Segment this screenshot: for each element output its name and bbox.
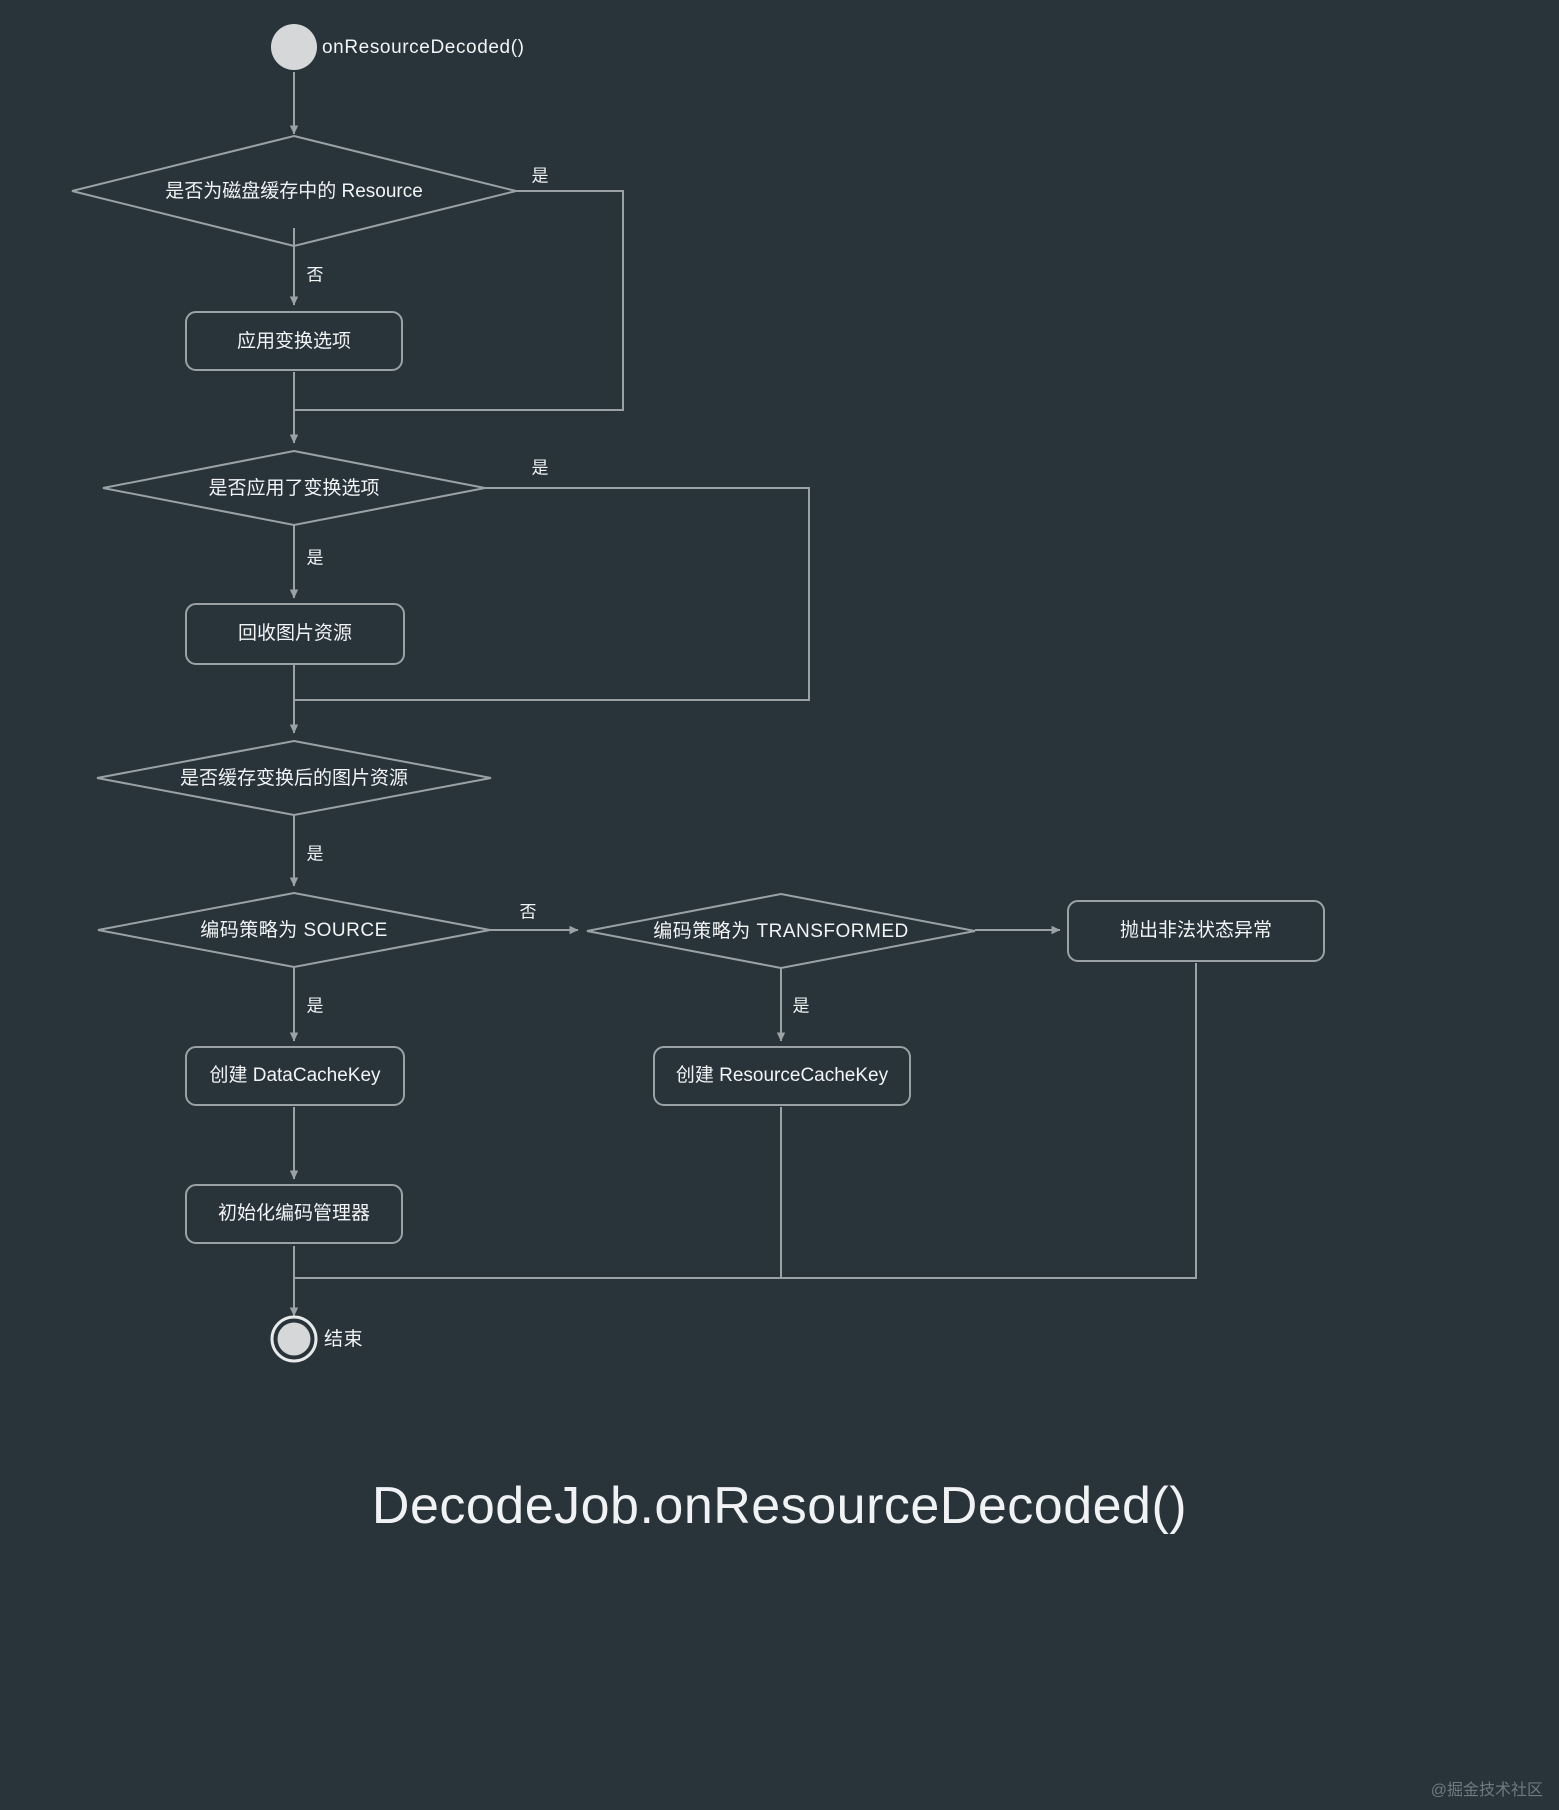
edge-label-d4-down: 是: [307, 996, 324, 1015]
process-apply-transform-options-label: 应用变换选项: [237, 330, 351, 352]
decision-transform-applied[interactable]: [102, 449, 486, 527]
end-node-label: 结束: [324, 1328, 363, 1350]
edge-d2-yes-right: [294, 487, 810, 701]
edge-p5-to-end: [294, 963, 1197, 1279]
process-apply-transform-options[interactable]: [185, 311, 403, 371]
decision-encode-strategy-source[interactable]: [97, 891, 491, 969]
edge-label-d5-down: 是: [793, 996, 810, 1015]
process-throw-illegal-state[interactable]: [1067, 900, 1325, 962]
start-node-circle[interactable]: [271, 24, 317, 70]
decision-encode-strategy-transformed-label: 编码策略为 TRANSFORMED: [653, 920, 909, 942]
end-node-circle[interactable]: [277, 1322, 311, 1356]
edge-label-d1-no: 否: [307, 265, 324, 284]
process-create-datacachekey-label: 创建 DataCacheKey: [209, 1064, 381, 1086]
process-create-resourcecachekey[interactable]: [653, 1046, 911, 1106]
decision-transform-applied-label: 是否应用了变换选项: [208, 477, 379, 499]
process-recycle-bitmap-label: 回收图片资源: [238, 622, 352, 644]
decision-cache-transformed-resource-label: 是否缓存变换后的图片资源: [180, 767, 408, 789]
edge-d1-yes: [294, 190, 624, 411]
start-node-label: onResourceDecoded(): [322, 37, 525, 58]
edge-p6-to-end: [294, 1107, 782, 1279]
watermark: @掘金技术社区: [1430, 1782, 1543, 1799]
process-init-encode-manager[interactable]: [185, 1184, 403, 1244]
decision-encode-strategy-source-label: 编码策略为 SOURCE: [200, 919, 388, 941]
decision-disk-cache-resource[interactable]: [71, 134, 517, 248]
decision-cache-transformed-resource[interactable]: [96, 739, 492, 817]
process-create-datacachekey[interactable]: [185, 1046, 405, 1106]
end-node-ring: [270, 1315, 318, 1363]
process-throw-illegal-state-label: 抛出非法状态异常: [1120, 919, 1272, 941]
edge-label-d1-yes: 是: [532, 166, 549, 185]
decision-encode-strategy-transformed[interactable]: [586, 892, 976, 970]
diagram-caption: DecodeJob.onResourceDecoded(): [371, 1477, 1188, 1535]
edge-label-d4-right: 否: [520, 902, 537, 921]
process-create-resourcecachekey-label: 创建 ResourceCacheKey: [676, 1064, 889, 1086]
process-init-encode-manager-label: 初始化编码管理器: [218, 1202, 370, 1224]
decision-disk-cache-resource-label: 是否为磁盘缓存中的 Resource: [165, 180, 423, 202]
edge-label-d3-down: 是: [307, 844, 324, 863]
process-recycle-bitmap[interactable]: [185, 603, 405, 665]
edge-label-d2-down: 是: [307, 548, 324, 567]
edge-label-d2-right: 是: [532, 458, 549, 477]
